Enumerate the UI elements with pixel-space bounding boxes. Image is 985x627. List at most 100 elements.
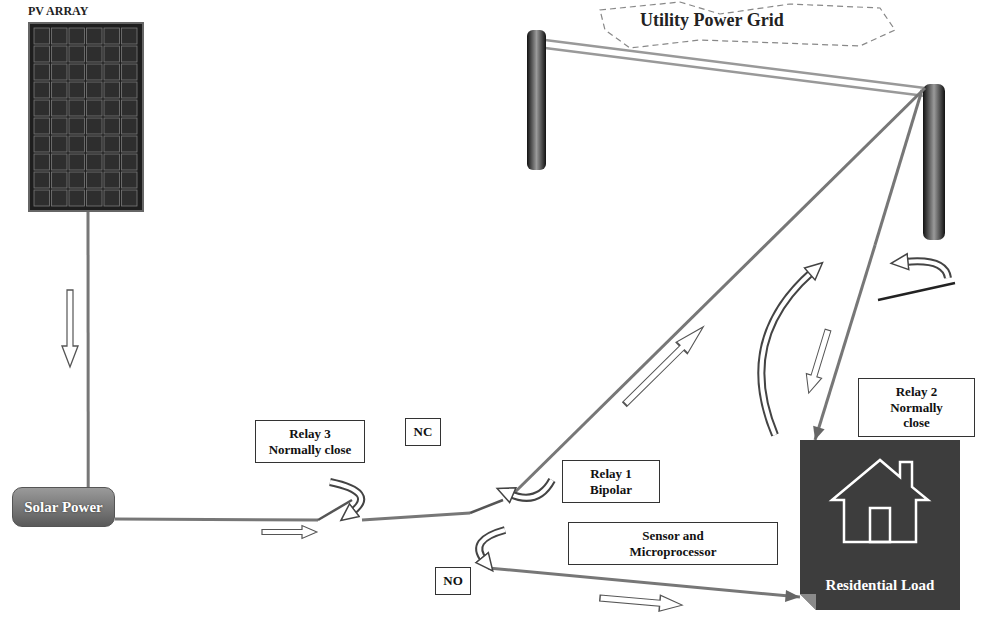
flow-arrow <box>599 590 683 613</box>
pv-cell <box>104 82 120 98</box>
grid-wire <box>545 48 925 96</box>
pv-cell <box>87 46 103 62</box>
pv-cell <box>104 46 120 62</box>
pv-cell <box>122 46 138 62</box>
connector <box>88 212 89 487</box>
pv-cell <box>104 64 120 80</box>
node-label: NC <box>412 424 434 440</box>
pv-cell <box>34 28 50 44</box>
pv-cell <box>104 28 120 44</box>
page-fold-corner <box>800 594 816 610</box>
pv-cell <box>122 190 138 206</box>
utility-pole <box>923 84 945 240</box>
pv-cell <box>104 136 120 152</box>
node-label: NO <box>442 573 464 589</box>
utility-grid: Utility Power Grid <box>520 0 960 245</box>
pv-cell <box>122 64 138 80</box>
pv-cell <box>87 100 103 116</box>
node-label: PV ARRAY <box>28 4 148 19</box>
node-label: Solar Power <box>19 498 108 516</box>
pv-cell <box>87 172 103 188</box>
flow-arrow <box>619 321 709 410</box>
pv-cell <box>34 190 50 206</box>
curved-arrow <box>479 530 505 560</box>
node-label: Residential Load <box>800 576 960 594</box>
pv-cell <box>69 100 85 116</box>
pv-cell <box>87 82 103 98</box>
solar-power-box: Solar Power <box>12 487 115 527</box>
pv-cell <box>34 82 50 98</box>
pv-cell <box>52 136 68 152</box>
pv-cell <box>122 82 138 98</box>
pv-array: PV ARRAY <box>28 4 148 212</box>
contact-label-box: NO <box>435 567 471 595</box>
pv-cell <box>34 46 50 62</box>
pv-cell <box>52 28 68 44</box>
arrowhead <box>813 426 824 440</box>
pv-cell <box>122 136 138 152</box>
pv-cell <box>104 154 120 170</box>
pv-cell <box>122 154 138 170</box>
pv-cell <box>69 118 85 134</box>
pv-cell <box>69 64 85 80</box>
pv-cell <box>52 118 68 134</box>
node-label: Relay 1 Bipolar <box>569 466 653 497</box>
pv-cell <box>87 64 103 80</box>
connector-line <box>87 212 90 487</box>
pv-cell <box>52 64 68 80</box>
curved-arrow <box>510 480 552 498</box>
node-label: Utility Power Grid <box>640 10 784 31</box>
node-label: Relay 2 Normally close <box>877 384 957 431</box>
wire <box>362 513 470 520</box>
house-door <box>870 508 890 542</box>
panel-frame <box>29 23 143 211</box>
curved-arrow <box>761 272 812 435</box>
utility-pole <box>527 30 546 170</box>
cloud-outline <box>600 2 895 48</box>
curved-arrow <box>330 482 361 512</box>
pv-cell <box>87 118 103 134</box>
pv-cell <box>69 154 85 170</box>
relay-contact <box>878 283 955 300</box>
pv-cell <box>52 190 68 206</box>
pv-cell <box>69 28 85 44</box>
house-icon <box>800 448 960 548</box>
pv-cell <box>69 46 85 62</box>
pv-cell <box>122 28 138 44</box>
pv-cell <box>122 100 138 116</box>
contact-label-box: NC <box>405 418 441 446</box>
relay-box: Relay 3 Normally close <box>255 420 365 463</box>
relay-box: Relay 1 Bipolar <box>562 460 660 503</box>
house-outline <box>832 460 928 542</box>
pv-cell <box>52 172 68 188</box>
wire <box>875 90 922 245</box>
pv-cell <box>122 172 138 188</box>
no-wire <box>488 568 800 597</box>
page-fold <box>800 594 816 610</box>
pv-cell <box>87 154 103 170</box>
flow-arrow <box>62 290 78 367</box>
sensor-box: Sensor and Microprocessor <box>568 522 778 565</box>
switch-blade <box>318 500 352 520</box>
pv-cell <box>104 190 120 206</box>
pv-cell <box>34 64 50 80</box>
pv-cell <box>34 154 50 170</box>
pv-panel <box>28 22 144 212</box>
relay-box: Relay 2 Normally close <box>858 378 975 437</box>
wire <box>115 519 318 520</box>
pv-cell <box>104 100 120 116</box>
pv-cell <box>34 172 50 188</box>
pv-cell <box>69 190 85 206</box>
pv-cell <box>87 28 103 44</box>
pv-cell <box>69 172 85 188</box>
pv-cell <box>69 136 85 152</box>
pv-cell <box>122 118 138 134</box>
pv-cell <box>34 136 50 152</box>
pv-cell <box>34 100 50 116</box>
pv-cell <box>52 154 68 170</box>
grid-wire <box>545 40 925 88</box>
residential-load: Residential Load <box>800 440 960 610</box>
pv-cell <box>34 118 50 134</box>
pv-cell <box>69 82 85 98</box>
pv-cell <box>104 172 120 188</box>
